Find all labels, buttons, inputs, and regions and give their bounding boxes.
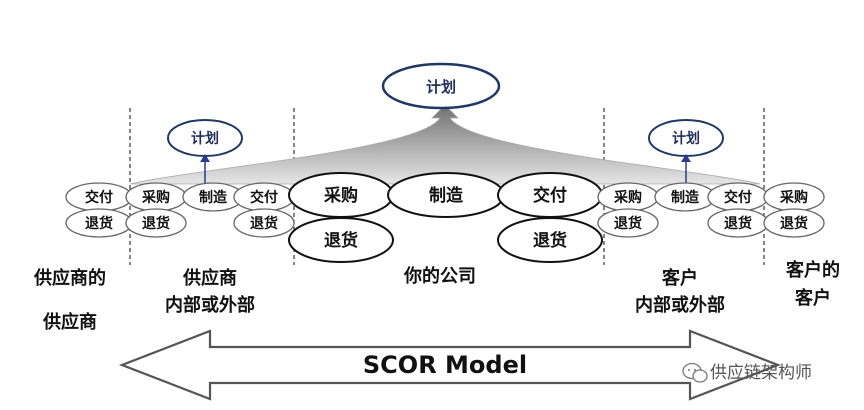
source-label: 采购	[613, 189, 642, 206]
column-customer: 采购 退货 制造 交付 退货	[597, 182, 769, 238]
return-label: 退货	[85, 215, 113, 232]
return-label: 退货	[533, 230, 567, 251]
label-supplier-line2: 内部或外部	[165, 294, 255, 316]
source-label: 采购	[323, 185, 358, 206]
center-plan-label: 计划	[426, 78, 456, 96]
watermark: 供应链架构师	[682, 362, 812, 383]
label-your-company: 你的公司	[403, 265, 476, 287]
deliver-label: 交付	[533, 185, 567, 206]
make-label: 制造	[429, 185, 464, 206]
label-customer-customer-line1: 客户的	[786, 259, 840, 281]
column-supplier: 采购 退货 制造 交付 退货	[125, 182, 295, 238]
make-label: 制造	[199, 189, 227, 206]
scor-model-label: SCOR Model	[363, 351, 527, 379]
label-customer-line1: 客户	[662, 267, 698, 289]
return-label: 退货	[142, 215, 170, 232]
deliver-label: 交付	[85, 189, 113, 206]
return-ellipse	[763, 208, 825, 238]
left-plan-arrowhead	[200, 154, 210, 162]
source-label: 采购	[141, 189, 170, 206]
return-label: 退货	[780, 215, 808, 232]
return-label: 退货	[614, 215, 642, 232]
label-supplier-supplier-line1: 供应商的	[33, 267, 106, 289]
column-supplier-supplier: 交付 退货	[65, 182, 133, 238]
label-supplier-supplier-line2: 供应商	[42, 311, 97, 333]
wechat-icon	[682, 362, 708, 383]
return-ellipse	[288, 217, 394, 263]
right-plan-arrowhead	[681, 154, 691, 162]
watermark-text: 供应链架构师	[710, 363, 812, 383]
deliver-label: 交付	[724, 189, 752, 206]
return-label: 退货	[724, 215, 752, 232]
return-ellipse	[125, 208, 187, 238]
return-label: 退货	[324, 230, 358, 251]
right-plan-label: 计划	[672, 130, 700, 147]
return-ellipse	[497, 217, 603, 263]
make-label: 制造	[671, 189, 699, 206]
return-label: 退货	[250, 215, 278, 232]
source-label: 采购	[779, 189, 808, 206]
column-your-company: 采购 退货 制造 交付 退货	[288, 172, 603, 263]
deliver-label: 交付	[250, 189, 278, 206]
label-customer-customer-line2: 客户	[795, 287, 831, 309]
label-supplier-line1: 供应商	[182, 267, 237, 289]
scor-double-arrow	[118, 329, 782, 401]
label-customer-line2: 内部或外部	[635, 294, 725, 316]
column-customer-customer: 采购 退货	[763, 182, 825, 238]
left-plan-label: 计划	[191, 130, 219, 147]
return-ellipse	[597, 208, 659, 238]
center-plan-ellipse	[381, 62, 501, 110]
return-ellipse	[233, 208, 295, 238]
